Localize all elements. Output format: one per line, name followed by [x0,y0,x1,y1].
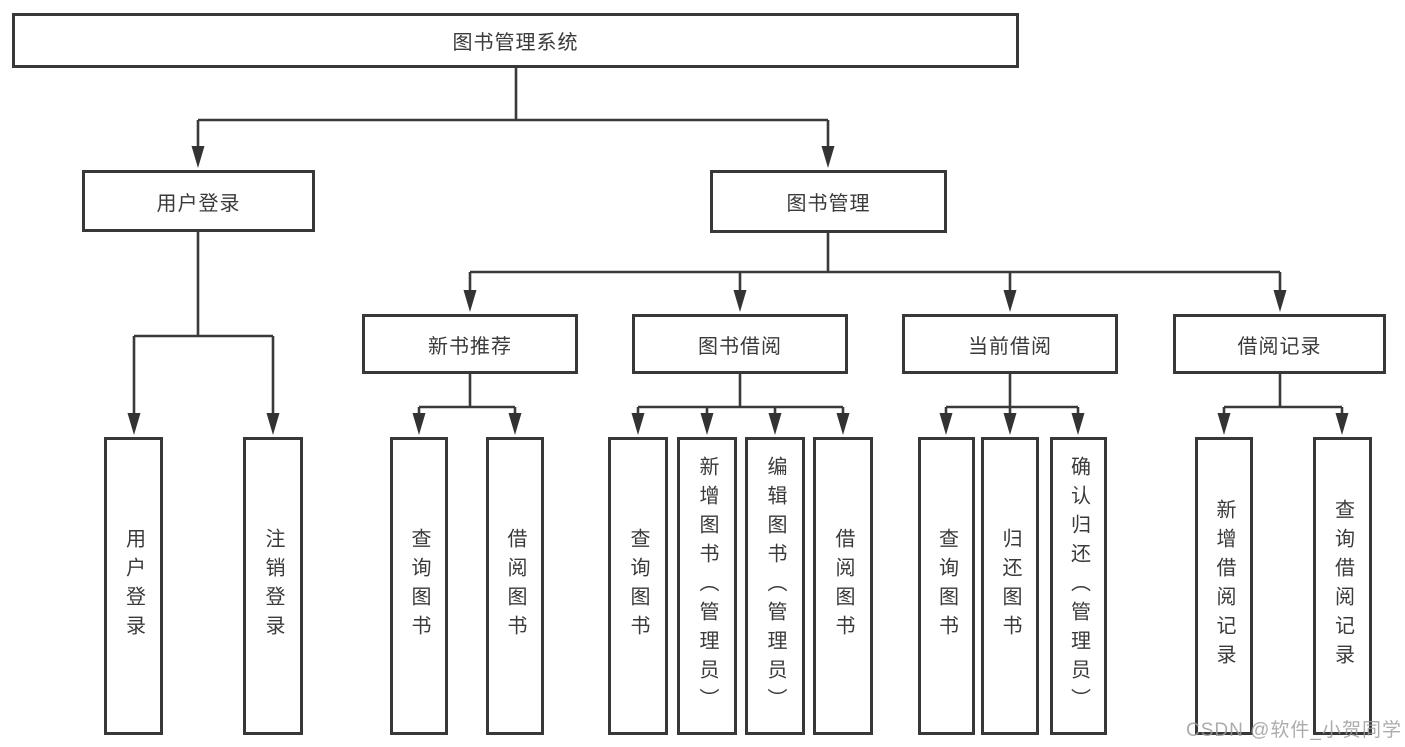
leaf-borrow-query-books: 查询图书 [608,437,668,735]
leaf-borrow-edit-books-admin: 编辑图书（管理员） [745,437,805,735]
leaf-current-query-books: 查询图书 [918,437,975,735]
leaf-record-query: 查询借阅记录 [1313,437,1372,735]
leaf-rec-query-books: 查询图书 [390,437,448,735]
leaf-record-add: 新增借阅记录 [1195,437,1253,735]
leaf-borrow-add-books-admin: 新增图书（管理员） [677,437,737,735]
node-current-borrowing: 当前借阅 [902,314,1118,374]
leaf-logout: 注销登录 [243,437,303,735]
node-book-borrowing: 图书借阅 [632,314,848,374]
node-root: 图书管理系统 [12,13,1019,68]
leaf-borrow-borrow-books: 借阅图书 [813,437,873,735]
csdn-watermark: CSDN @软件_小贺同学 [1186,720,1402,741]
node-borrowing-records: 借阅记录 [1173,314,1386,374]
node-user-login: 用户登录 [82,170,315,232]
leaf-current-return-books: 归还图书 [981,437,1039,735]
leaf-current-confirm-return-admin: 确认归还（管理员） [1050,437,1107,735]
leaf-user-login: 用户登录 [104,437,163,735]
node-new-book-recommend: 新书推荐 [362,314,578,374]
leaf-rec-borrow-books: 借阅图书 [486,437,544,735]
node-book-management: 图书管理 [710,170,947,233]
